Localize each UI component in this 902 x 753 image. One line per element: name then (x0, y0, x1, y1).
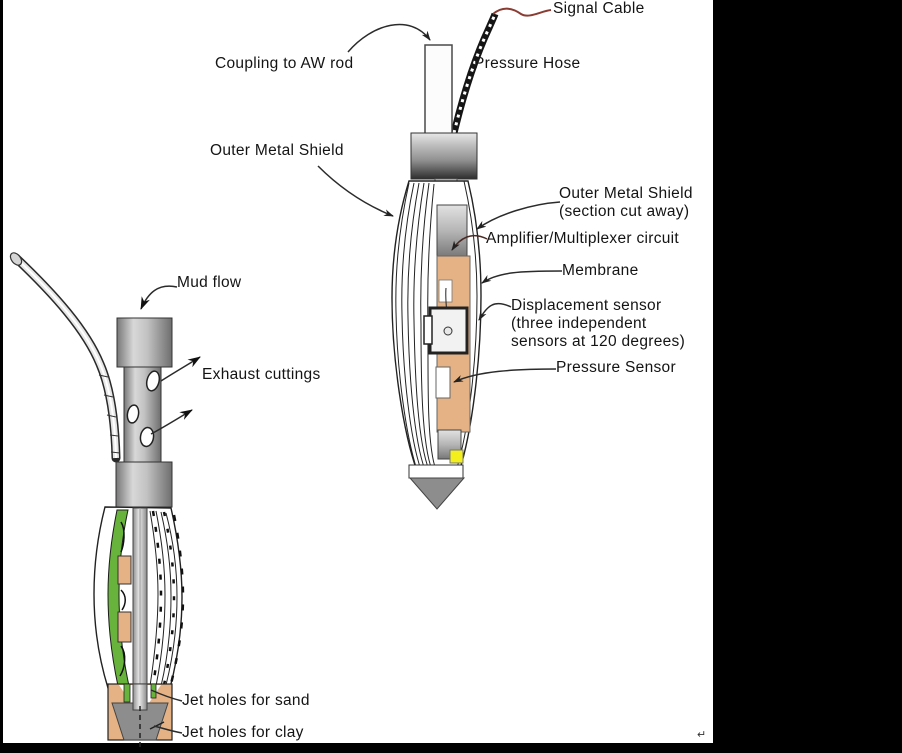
exhaust-hole-1 (145, 370, 161, 392)
amplifier-leader (451, 234, 488, 251)
exhaust-arrow-1 (160, 356, 201, 382)
mud-tube-outline (11, 253, 121, 463)
metal-collar (410, 132, 478, 180)
exhaust-hole-3 (139, 426, 155, 448)
green-tail-1 (123, 683, 131, 703)
probe-section-view (391, 7, 552, 510)
mud-tube-highlight (15, 257, 117, 459)
coupling-arrow (347, 23, 431, 53)
yellow-sensor-bottom (449, 449, 464, 464)
displacement-sensor-pivot (443, 326, 453, 336)
jet-clay-leader (153, 725, 183, 734)
label-exhaust-cuttings: Exhaust cuttings (202, 366, 321, 383)
jet-sand-leader (150, 689, 183, 702)
shield-cutaway-leader (476, 201, 561, 230)
return-mark: ↵ (697, 729, 707, 741)
displacement-leader (478, 302, 512, 321)
aw-rod (424, 44, 453, 135)
cone-tip (408, 477, 466, 510)
pressure-sensor-block (435, 366, 451, 399)
displacement-sensor-tab (423, 315, 433, 345)
label-coupling: Coupling to AW rod (215, 55, 354, 72)
label-pressure-hose: Pressure Hose (474, 55, 581, 72)
exhaust-hole-2 (126, 404, 140, 424)
exhaust-arrow-2 (150, 409, 193, 435)
base-plate (408, 464, 464, 479)
leader-lines (140, 23, 563, 734)
top-cylinder (116, 317, 173, 368)
label-outer-metal-shield: Outer Metal Shield (210, 142, 344, 159)
pressure-hose-stripes (452, 13, 497, 134)
outer-shield-strips (395, 182, 437, 471)
mud-flow-arrow (140, 285, 178, 310)
signal-cable-wire (492, 7, 552, 17)
outer-shield-leader (317, 165, 394, 217)
pressure-hose-tube (450, 12, 499, 134)
label-jet-sand: Jet holes for sand (182, 692, 310, 709)
mud-tube-opening (9, 252, 23, 266)
label-pressure-sensor: Pressure Sensor (556, 359, 676, 376)
board-wires (119, 521, 126, 677)
lower-collar (115, 461, 173, 508)
tan-module-1 (117, 555, 132, 585)
jet-spray-dash (149, 721, 165, 730)
label-membrane: Membrane (562, 262, 639, 279)
label-mud-flow: Mud flow (177, 274, 242, 291)
tan-module-2 (117, 611, 132, 643)
label-shield-cutaway: Outer Metal Shield (section cut away) (559, 185, 693, 220)
membrane-leader (481, 270, 563, 284)
label-jet-clay: Jet holes for clay (182, 724, 304, 741)
label-signal-cable: Signal Cable (553, 0, 645, 17)
label-amplifier: Amplifier/Multiplexer circuit (486, 230, 680, 247)
mud-tube-ticks (98, 374, 121, 454)
pressure-sensor-leader (453, 368, 557, 383)
shield-strips-left (149, 510, 178, 687)
label-displacement: Displacement sensor (three independent s… (511, 297, 686, 350)
strip-hatch-dashes (151, 510, 185, 687)
probe-jetting-view (9, 252, 185, 748)
jet-cone (111, 702, 169, 741)
